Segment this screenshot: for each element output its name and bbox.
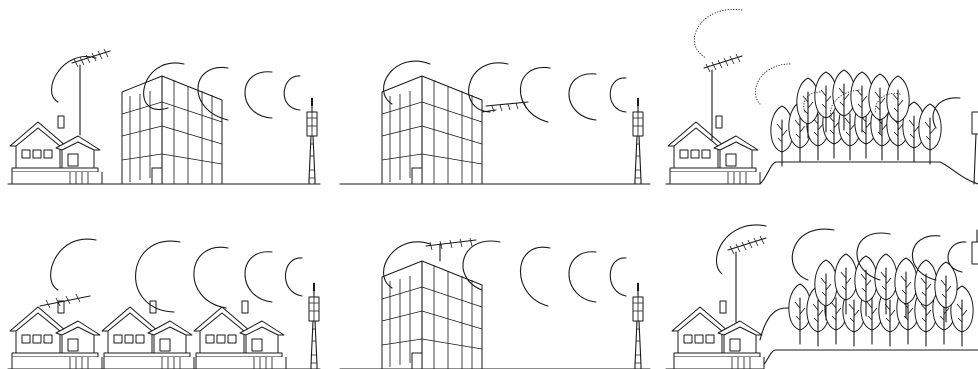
transmitter-tower-partial: [972, 112, 978, 184]
house: [668, 116, 760, 184]
signal-waves: [51, 239, 302, 312]
office-building: [376, 261, 488, 369]
house-2: [102, 301, 194, 369]
office-building: [376, 76, 488, 184]
panel-building-antenna: [340, 61, 650, 184]
transmitter-tower-partial: [972, 230, 978, 264]
forest: [771, 70, 941, 166]
panel-building-high-antenna: [340, 238, 650, 369]
house-3: [194, 301, 286, 369]
transmitter-tower: [633, 98, 643, 184]
office-building: [116, 76, 228, 184]
panel-row-of-houses: [8, 239, 320, 369]
house: [672, 301, 764, 369]
transmitter-tower: [307, 98, 317, 184]
roof-antenna: [40, 294, 90, 308]
panel-house-behind-forest: [666, 9, 978, 184]
roof-antenna: [72, 49, 110, 135]
roof-antenna: [728, 236, 766, 322]
house-1: [10, 301, 102, 369]
roof-antenna: [704, 54, 742, 140]
transmitter-tower: [309, 283, 319, 369]
panel-house-beside-forest: [666, 225, 978, 369]
transmitter-tower: [633, 283, 643, 369]
forest: [789, 254, 973, 346]
house: [10, 116, 102, 184]
panel-house-behind-building: [8, 49, 320, 184]
wall-antenna: [482, 102, 528, 112]
